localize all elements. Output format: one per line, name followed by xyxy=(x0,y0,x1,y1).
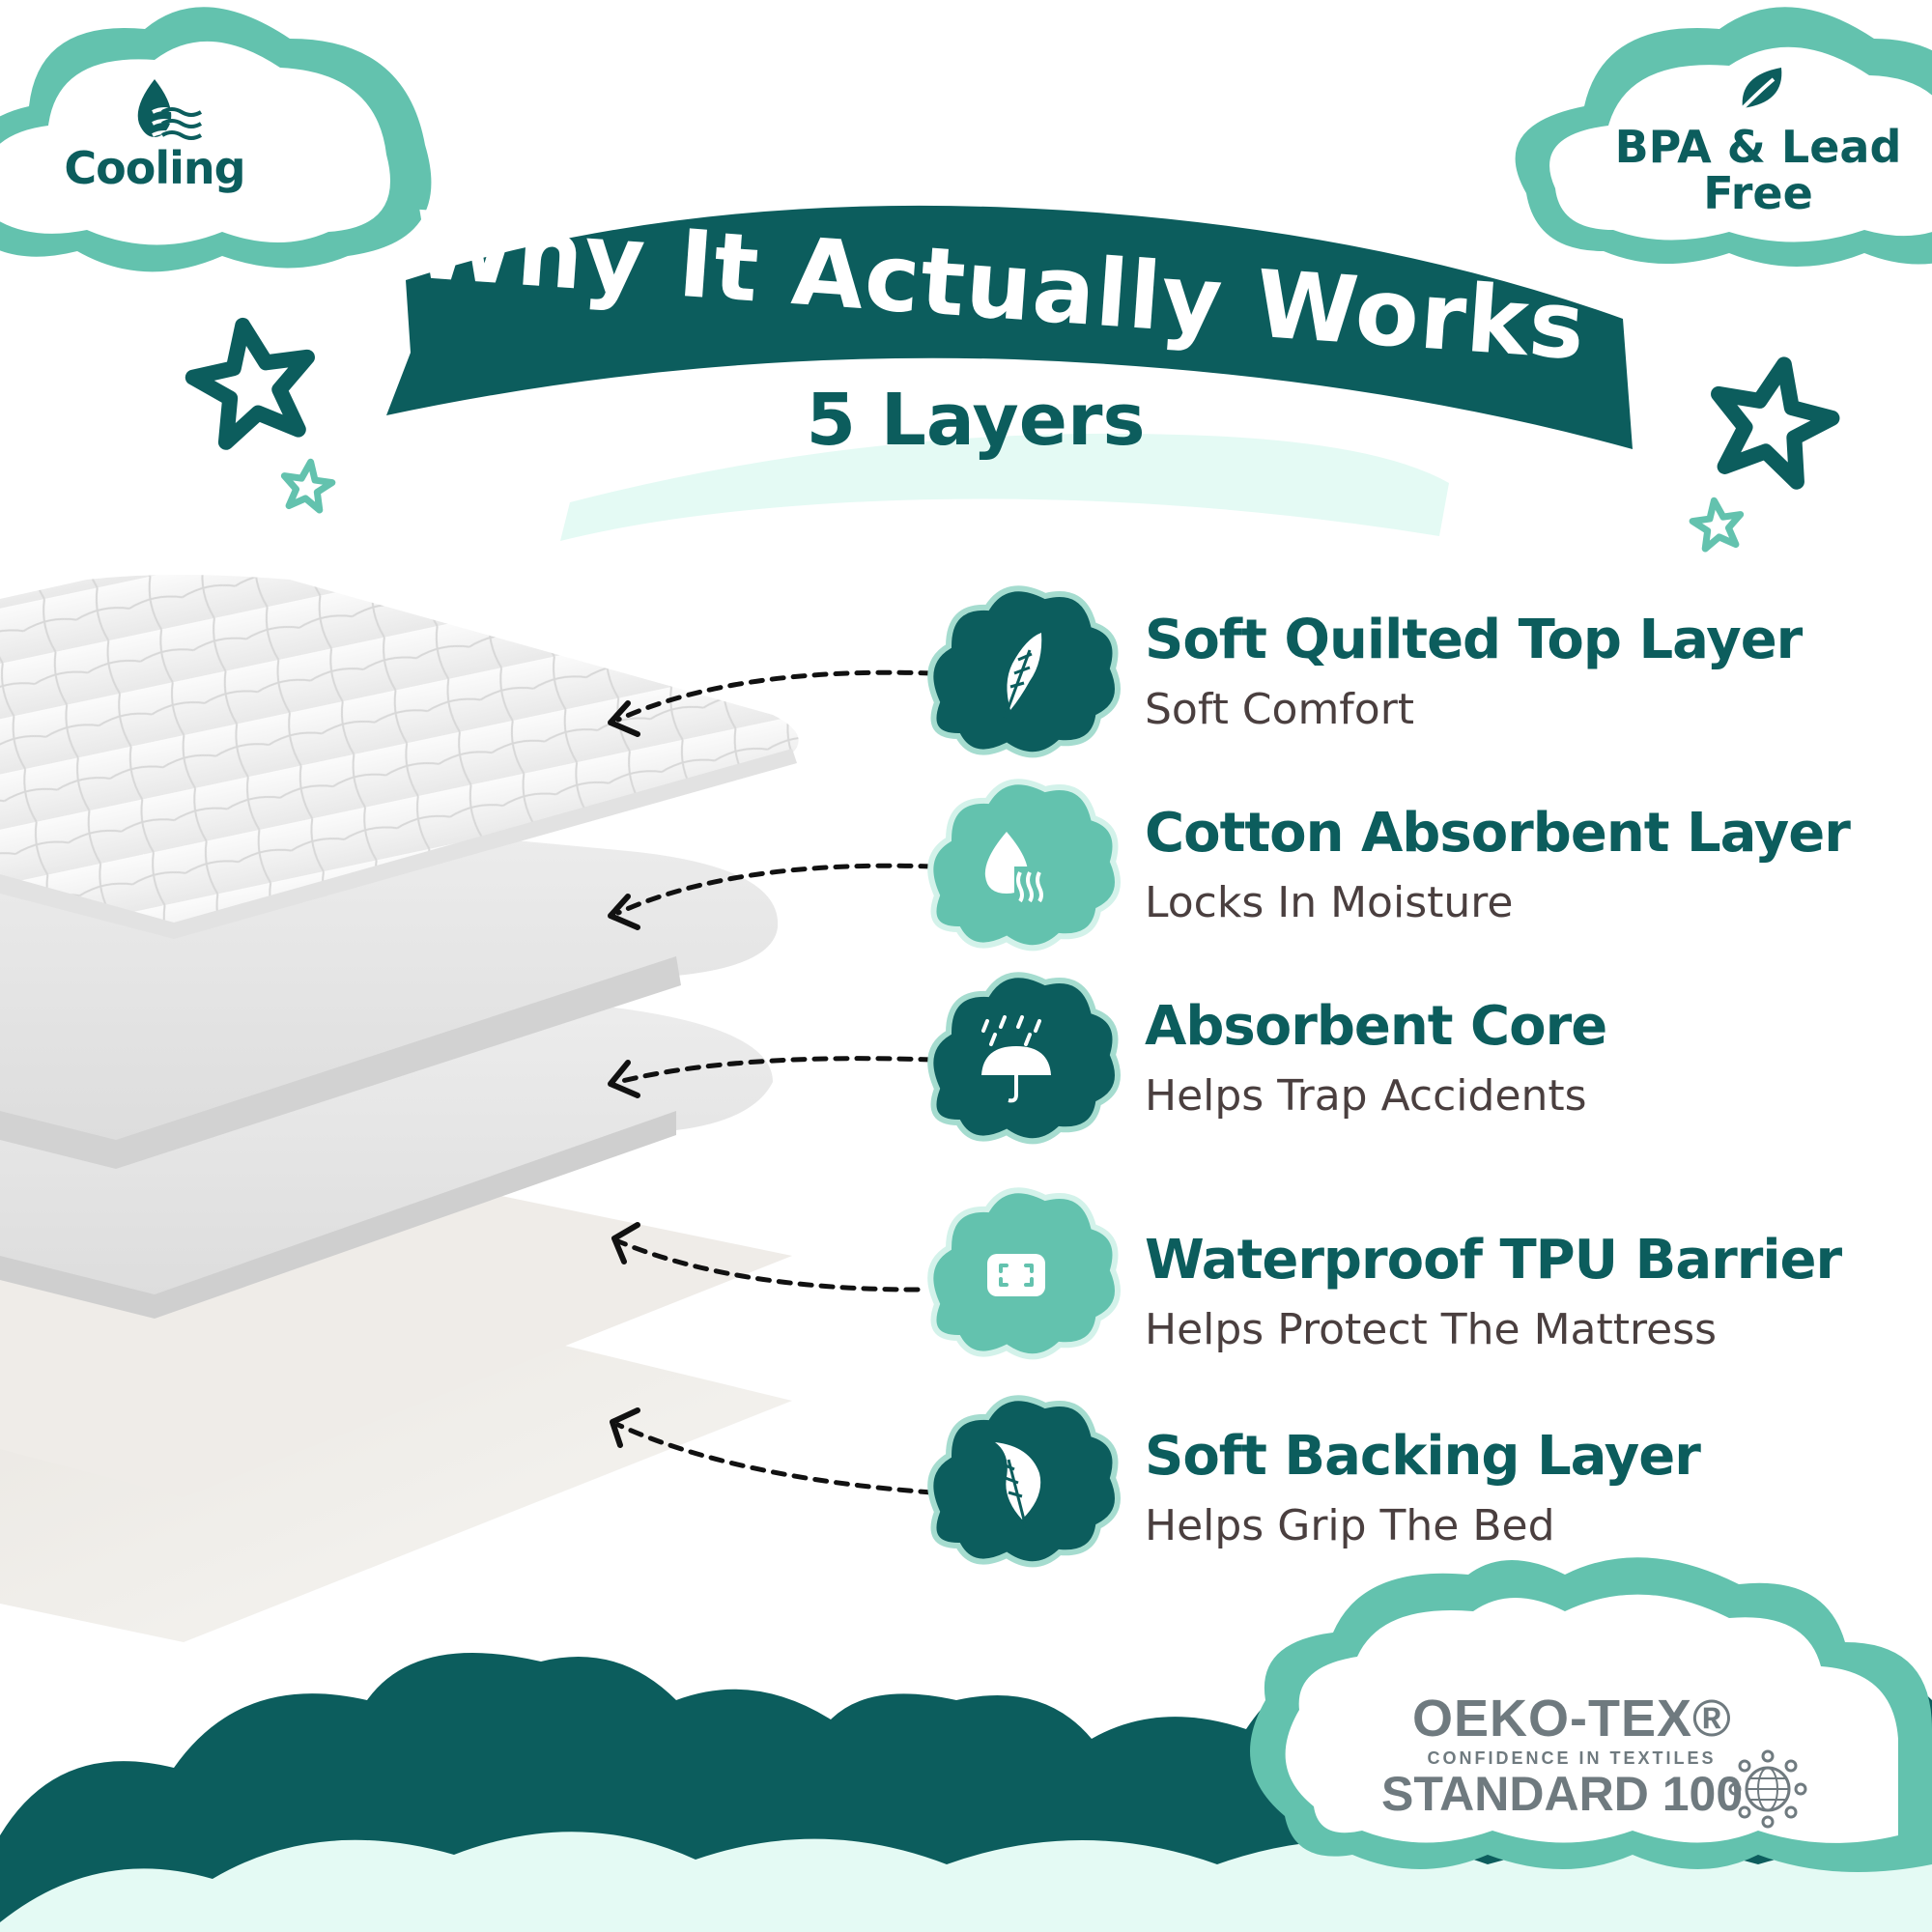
feature-subtitle: Helps Grip The Bed xyxy=(1145,1501,1555,1550)
star-small-right-icon xyxy=(1689,497,1745,553)
bpa-label-line2: Free xyxy=(1703,167,1813,220)
feature-icon-cloud-5 xyxy=(927,1395,1121,1568)
cooling-cloud xyxy=(0,7,432,272)
water-drop-waves-icon xyxy=(137,79,203,140)
feather-icon xyxy=(1003,633,1042,719)
barrier-frame-icon xyxy=(987,1254,1045,1296)
feature-title: Soft Backing Layer xyxy=(1145,1425,1701,1488)
oeko-tex-globe-icon xyxy=(1728,1749,1807,1829)
certification-cloud xyxy=(1250,1557,1932,1872)
oeko-tex-name: OEKO-TEX® xyxy=(1412,1690,1732,1747)
arrow-backing-layer xyxy=(615,1422,935,1495)
quilted-top xyxy=(0,575,799,927)
leaf-icon xyxy=(1741,68,1782,110)
oeko-tex-standard: STANDARD 100 xyxy=(1381,1767,1744,1821)
star-large-left-icon xyxy=(185,317,315,450)
feature-icon-cloud-2 xyxy=(927,779,1121,952)
layered-pad-illustration xyxy=(0,575,799,1642)
star-large-right-icon xyxy=(1711,356,1840,490)
umbrella-rain-icon xyxy=(981,1015,1051,1103)
feature-title: Waterproof TPU Barrier xyxy=(1145,1229,1842,1292)
feature-title: Absorbent Core xyxy=(1145,995,1607,1058)
feature-title: Soft Quilted Top Layer xyxy=(1145,609,1803,671)
feature-item-backing-layer: Soft Backing Layer Helps Grip The Bed xyxy=(1145,1425,1918,1550)
bpa-label-line1: BPA & Lead xyxy=(1614,121,1902,173)
bpa-lead-free-label: BPA & Lead Free xyxy=(1599,124,1918,217)
arrow-top-layer xyxy=(615,669,935,723)
feather-icon xyxy=(995,1442,1041,1528)
feature-subtitle: Soft Comfort xyxy=(1145,685,1415,734)
oeko-tex-tagline: CONFIDENCE IN TEXTILES xyxy=(1427,1748,1717,1768)
feature-item-top-layer: Soft Quilted Top Layer Soft Comfort xyxy=(1145,609,1918,734)
bpa-cloud xyxy=(1515,7,1932,267)
pointer-arrows xyxy=(615,669,935,1495)
feature-item-tpu-barrier: Waterproof TPU Barrier Helps Protect The… xyxy=(1145,1229,1918,1354)
banner-subtitle: 5 Layers xyxy=(806,379,1146,462)
feature-item-cotton-layer: Cotton Absorbent Layer Locks In Moisture xyxy=(1145,802,1918,927)
arrow-cotton-layer xyxy=(615,863,935,916)
cooling-label: Cooling xyxy=(64,142,245,194)
arrow-tpu-layer xyxy=(615,1238,921,1293)
feature-subtitle: Locks In Moisture xyxy=(1145,878,1514,927)
water-drop-absorb-icon xyxy=(984,832,1043,903)
feature-icon-cloud-4 xyxy=(927,1187,1121,1360)
arrow-core-layer xyxy=(615,1056,935,1085)
feature-subtitle: Helps Protect The Mattress xyxy=(1145,1305,1718,1354)
star-small-left-icon xyxy=(280,458,336,514)
feature-item-absorbent-core: Absorbent Core Helps Trap Accidents xyxy=(1145,995,1918,1121)
title-banner xyxy=(386,205,1633,541)
feature-subtitle: Helps Trap Accidents xyxy=(1145,1071,1587,1121)
feature-icon-cloud-3 xyxy=(927,972,1121,1145)
feature-icon-cloud-1 xyxy=(927,585,1121,758)
feature-title: Cotton Absorbent Layer xyxy=(1145,802,1851,865)
arrow-heads xyxy=(608,700,640,1448)
